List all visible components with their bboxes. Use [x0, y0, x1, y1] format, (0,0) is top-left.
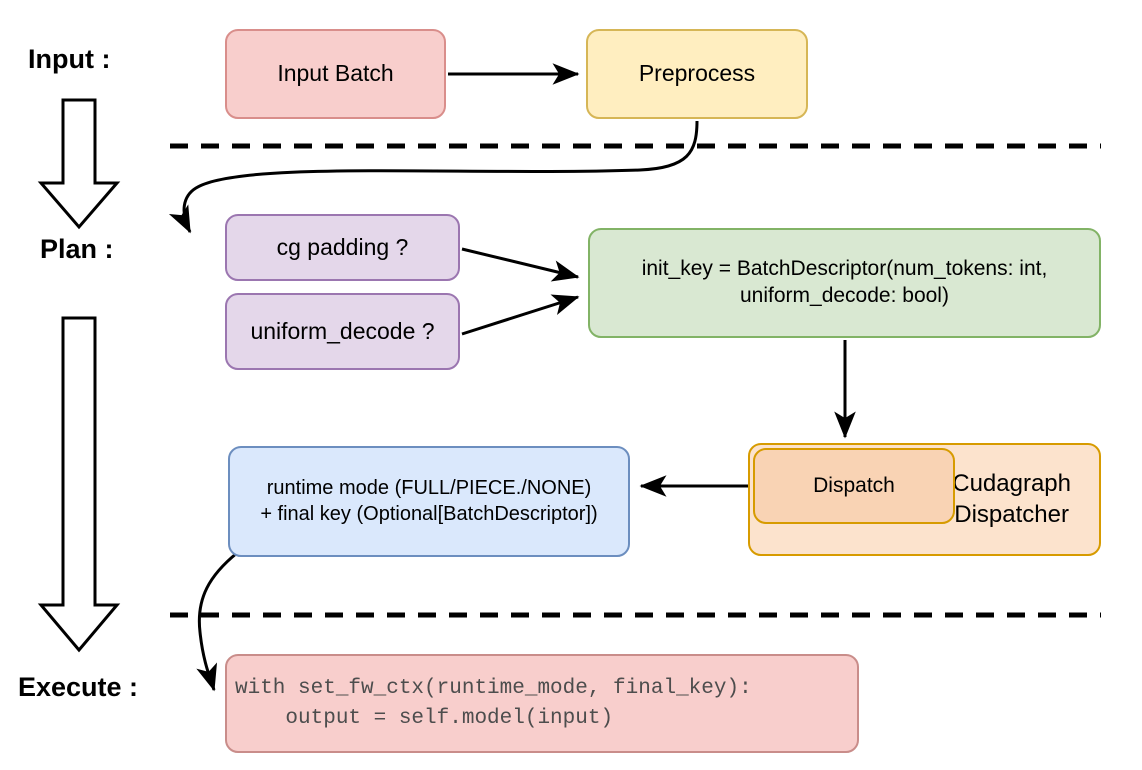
node-init-key[interactable]: init_key = BatchDescriptor(num_tokens: i…: [588, 228, 1101, 338]
node-code-line1: with set_fw_ctx(runtime_mode, final_key)…: [235, 676, 752, 700]
node-code-text: with set_fw_ctx(runtime_mode, final_key)…: [227, 674, 752, 734]
node-code-block[interactable]: with set_fw_ctx(runtime_mode, final_key)…: [225, 654, 859, 753]
stage-flow-arrow-2: [37, 316, 121, 653]
stage-label-input: Input :: [28, 44, 111, 74]
node-cg-padding-label: cg padding ?: [276, 233, 409, 260]
node-runtime-mode-line2: + final key (Optional[BatchDescriptor]): [260, 502, 598, 525]
node-uniform-decode[interactable]: uniform_decode ?: [225, 293, 460, 370]
node-dispatch-label: Dispatch: [813, 473, 895, 497]
node-input-batch-label: Input Batch: [277, 60, 394, 87]
node-cudagraph-dispatcher-text: Cudagraph Dispatcher: [946, 469, 1077, 530]
stage-label-plan: Plan :: [40, 234, 114, 264]
node-code-line2: output = self.model(input): [235, 706, 614, 730]
node-preprocess-label: Preprocess: [638, 60, 756, 87]
node-uniform-decode-label: uniform_decode ?: [250, 317, 435, 344]
node-runtime-mode[interactable]: runtime mode (FULL/PIECE./NONE) + final …: [228, 446, 630, 557]
node-cudagraph-dispatcher-line1: Cudagraph: [952, 469, 1071, 497]
node-cudagraph-dispatcher-line2: Dispatcher: [954, 500, 1069, 528]
stage-label-execute: Execute :: [18, 672, 139, 702]
node-input-batch[interactable]: Input Batch: [225, 29, 446, 119]
stage-flow-arrow-1: [37, 98, 121, 230]
node-runtime-mode-text: runtime mode (FULL/PIECE./NONE) + final …: [254, 476, 603, 527]
edge-cg-padding-to-init-key: [461, 247, 580, 282]
node-runtime-mode-line1: runtime mode (FULL/PIECE./NONE): [266, 476, 592, 499]
node-preprocess[interactable]: Preprocess: [586, 29, 808, 119]
node-cg-padding[interactable]: cg padding ?: [225, 214, 460, 281]
node-init-key-line2: uniform_decode: bool): [740, 284, 949, 307]
node-init-key-line1: init_key = BatchDescriptor(num_tokens: i…: [641, 257, 1048, 281]
node-dispatch[interactable]: Dispatch: [753, 448, 955, 524]
edge-uniform-decode-to-init-key: [461, 294, 580, 336]
node-init-key-text: init_key = BatchDescriptor(num_tokens: i…: [636, 256, 1054, 310]
